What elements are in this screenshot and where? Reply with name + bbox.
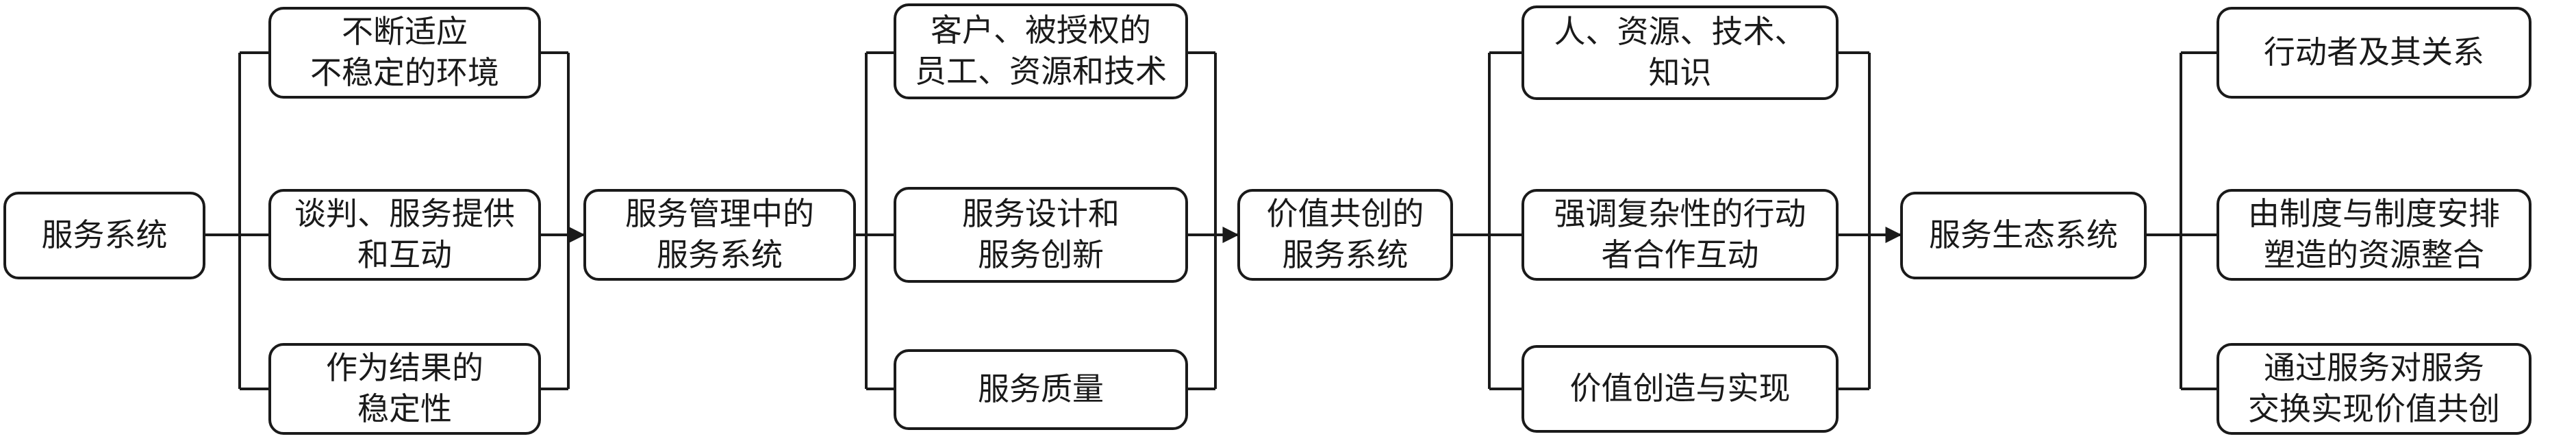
stage3-item-2-box: 强调复杂性的行动 者合作互动	[1521, 189, 1839, 281]
stage1-item-3-box: 作为结果的 稳定性	[268, 343, 541, 435]
stage1-main-box: 服务系统	[3, 192, 205, 279]
stage4-item-1-box: 行动者及其关系	[2217, 7, 2531, 99]
stage4-item-3-box: 通过服务对服务 交换实现价值共创	[2217, 343, 2531, 435]
stage1-item-1-box: 不断适应 不稳定的环境	[268, 7, 541, 99]
stage3-main-box: 价值共创的 服务系统	[1237, 189, 1453, 281]
stage4-main-box: 服务生态系统	[1900, 192, 2147, 279]
stage2-item-3-box: 服务质量	[894, 349, 1188, 430]
stage2-main-box: 服务管理中的 服务系统	[583, 189, 856, 281]
stage2-item-2-box: 服务设计和 服务创新	[894, 187, 1188, 283]
stage1-item-2-box: 谈判、服务提供 和互动	[268, 189, 541, 281]
stage3-item-3-box: 价值创造与实现	[1521, 345, 1839, 433]
stage3-item-1-box: 人、资源、技术、 知识	[1521, 5, 1839, 100]
stage2-item-1-box: 客户、被授权的 员工、资源和技术	[894, 3, 1188, 99]
stage4-item-2-box: 由制度与制度安排 塑造的资源整合	[2217, 189, 2531, 281]
